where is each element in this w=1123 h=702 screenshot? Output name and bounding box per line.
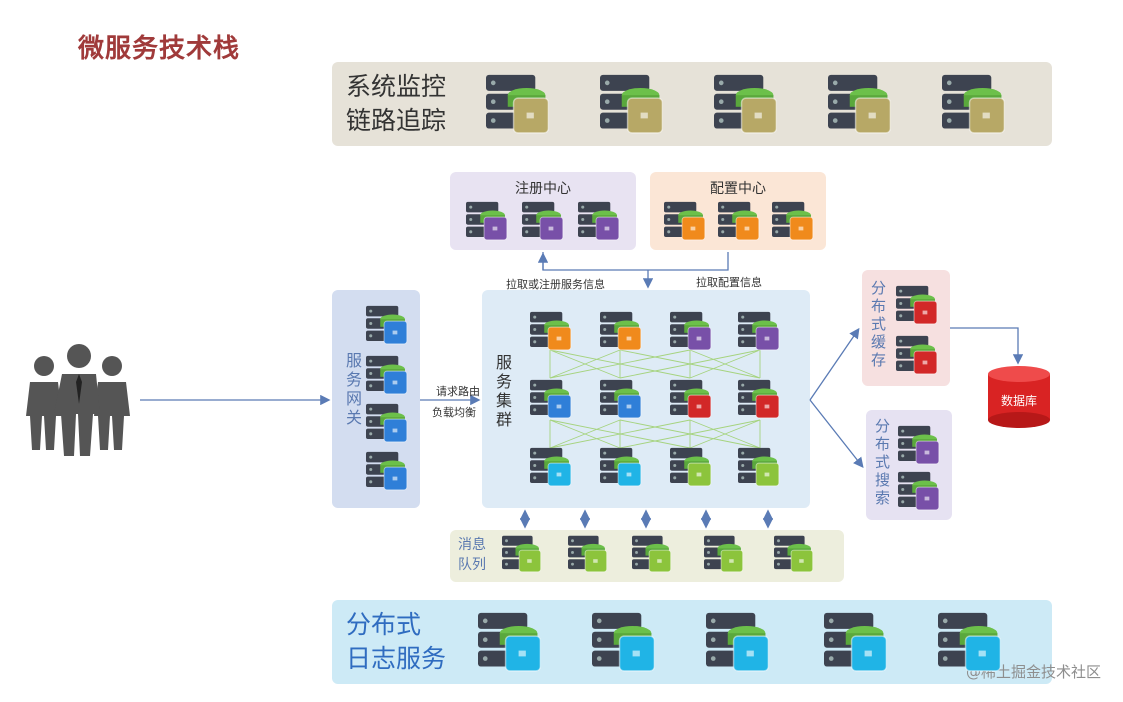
edge-label-balance: 负载均衡 [432, 406, 476, 419]
gateway-server-4 [366, 451, 408, 491]
logging-server-2 [592, 612, 656, 672]
edge-label-pull-register: 拉取或注册服务信息 [506, 278, 605, 291]
cluster-server-3-1 [530, 447, 572, 487]
logging-panel: 分布式 日志服务 [332, 600, 1052, 684]
config-server-2 [718, 201, 760, 241]
search-label: 分布式搜索 [873, 418, 891, 508]
logging-server-5 [938, 612, 1002, 672]
gateway-server-2 [366, 355, 408, 395]
logging-server-1 [478, 612, 542, 672]
page-title: 微服务技术栈 [78, 34, 241, 64]
mq-server-4 [704, 535, 744, 573]
logging-server-3 [706, 612, 770, 672]
users-icon [26, 344, 130, 456]
cluster-server-1-2 [600, 311, 642, 351]
monitor-label-line1: 系统监控 [346, 72, 447, 101]
logging-server-4 [824, 612, 888, 672]
mq-label-text: 消息队列 [458, 537, 486, 573]
monitor-panel: 系统监控 链路追踪 [332, 62, 1052, 146]
monitor-server-1 [486, 74, 550, 134]
search-server-2 [898, 471, 940, 511]
cluster-server-3-4 [738, 447, 780, 487]
cache-server-1 [896, 285, 938, 325]
mq-server-2 [568, 535, 608, 573]
cache-label: 分布式缓存 [869, 280, 887, 370]
mq-server-5 [774, 535, 814, 573]
cluster-to-search-arrow [809, 399, 864, 469]
mq-server-3 [632, 535, 672, 573]
config-server-1 [664, 201, 706, 241]
cluster-server-1-4 [738, 311, 780, 351]
gateway-server-3 [366, 403, 408, 443]
mq-label: 消息队列 [458, 535, 488, 575]
mq-server-1 [502, 535, 542, 573]
logging-label-line2: 日志服务 [346, 644, 447, 673]
search-server-1 [898, 425, 940, 465]
config-label: 配置中心 [710, 181, 766, 197]
cluster-server-2-4 [738, 379, 780, 419]
monitor-server-5 [942, 74, 1006, 134]
registry-server-1 [466, 201, 508, 241]
cluster-server-2-1 [530, 379, 572, 419]
edge-label-route: 请求路由 [436, 385, 480, 398]
gateway-server-1 [366, 305, 408, 345]
cluster-server-2-2 [600, 379, 642, 419]
cluster-mq-arrows [519, 509, 774, 529]
cluster-server-3-2 [600, 447, 642, 487]
logging-label-line1: 分布式 [346, 610, 422, 639]
monitor-label-line2: 链路追踪 [346, 106, 447, 135]
database-icon [988, 366, 1050, 428]
cluster-server-1-3 [670, 311, 712, 351]
cache-to-db-arrow [950, 327, 1024, 365]
registry-label: 注册中心 [515, 181, 571, 197]
registry-server-2 [522, 201, 564, 241]
cluster-mesh [549, 349, 761, 449]
cluster-label: 服务集群 [493, 354, 512, 430]
gateway-label: 服务网关 [343, 352, 362, 428]
cluster-server-2-3 [670, 379, 712, 419]
cluster-server-3-3 [670, 447, 712, 487]
config-server-3 [772, 201, 814, 241]
monitor-label: 系统监控 链路追踪 [346, 70, 446, 138]
cache-server-2 [896, 335, 938, 375]
monitor-server-2 [600, 74, 664, 134]
monitor-server-4 [828, 74, 892, 134]
cluster-to-cache-arrow [809, 327, 860, 401]
logging-label: 分布式 日志服务 [346, 608, 446, 676]
database-label: 数据库 [1000, 394, 1037, 408]
database: 数据库 [988, 366, 1050, 428]
registry-link [542, 252, 729, 271]
edge-label-pull-config: 拉取配置信息 [696, 276, 762, 289]
cluster-server-1-1 [530, 311, 572, 351]
monitor-server-3 [714, 74, 778, 134]
registry-server-3 [578, 201, 620, 241]
